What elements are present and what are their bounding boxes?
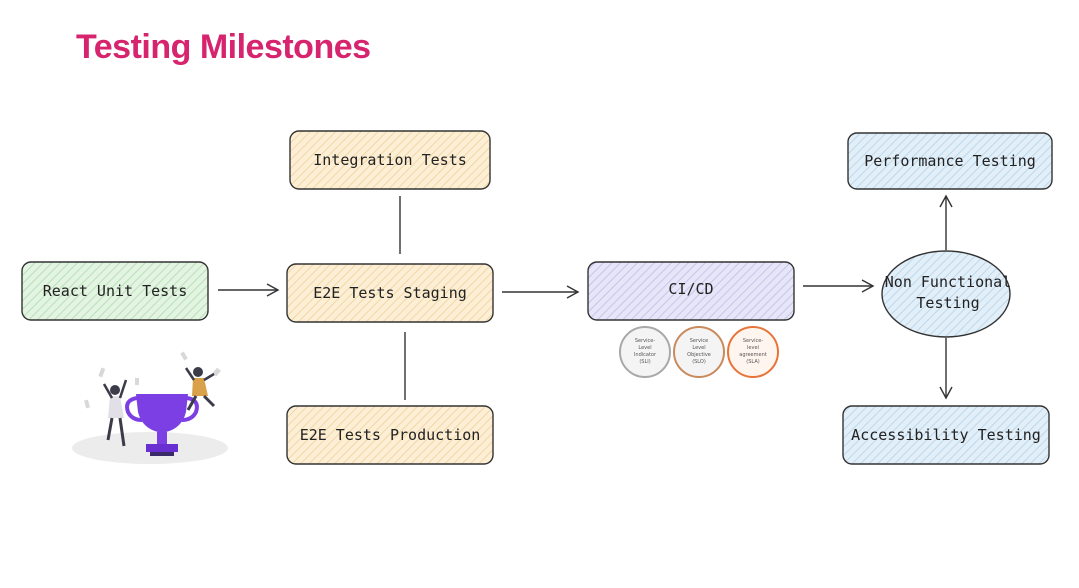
sla-circle bbox=[727, 326, 779, 378]
slo-circle bbox=[673, 326, 725, 378]
slo-line3: Objective bbox=[687, 352, 711, 358]
slo-line1: Service bbox=[690, 338, 708, 344]
slo-line4: (SLO) bbox=[692, 359, 706, 365]
sli-line3: Indicator bbox=[634, 352, 657, 358]
node-integration-tests: Integration Tests bbox=[289, 130, 491, 190]
sla-line2: level bbox=[747, 345, 759, 351]
sli-line4: (SLI) bbox=[639, 359, 650, 365]
node-non-functional-line2: Testing bbox=[916, 294, 979, 312]
node-e2e-production-label: E2E Tests Production bbox=[300, 426, 481, 444]
jumping-person-icon bbox=[184, 367, 216, 411]
celebrating-person-icon bbox=[102, 379, 128, 447]
node-react-unit-tests-label: React Unit Tests bbox=[43, 282, 188, 300]
trophy-icon bbox=[125, 394, 199, 456]
node-performance-testing: Performance Testing bbox=[847, 132, 1053, 190]
node-react-unit-tests: React Unit Tests bbox=[21, 261, 209, 321]
sla-line1: Service- bbox=[743, 338, 763, 344]
node-e2e-staging-label: E2E Tests Staging bbox=[313, 284, 467, 302]
node-integration-tests-label: Integration Tests bbox=[313, 151, 467, 169]
sli-line1: Service- bbox=[635, 338, 655, 344]
node-e2e-production: E2E Tests Production bbox=[286, 405, 494, 465]
node-performance-testing-label: Performance Testing bbox=[864, 152, 1036, 170]
celebration-illustration bbox=[72, 351, 228, 464]
sli-line2: Level bbox=[638, 345, 651, 351]
node-non-functional-testing: Non Functional Testing bbox=[881, 250, 1011, 338]
page-title: Testing Milestones bbox=[76, 28, 371, 66]
node-cicd-label: CI/CD bbox=[668, 280, 713, 298]
node-non-functional-line1: Non Functional bbox=[885, 273, 1011, 291]
sli-circle bbox=[619, 326, 671, 378]
node-e2e-staging: E2E Tests Staging bbox=[286, 263, 494, 323]
sla-line4: (SLA) bbox=[746, 359, 759, 365]
sla-line3: agreement bbox=[739, 352, 766, 358]
service-levels-graphic: Service- Level Indicator (SLI) Service L… bbox=[613, 324, 784, 380]
node-accessibility-testing-label: Accessibility Testing bbox=[851, 426, 1041, 444]
node-accessibility-testing: Accessibility Testing bbox=[842, 405, 1050, 465]
node-cicd: CI/CD bbox=[587, 261, 795, 321]
slo-line2: Level bbox=[692, 345, 705, 351]
